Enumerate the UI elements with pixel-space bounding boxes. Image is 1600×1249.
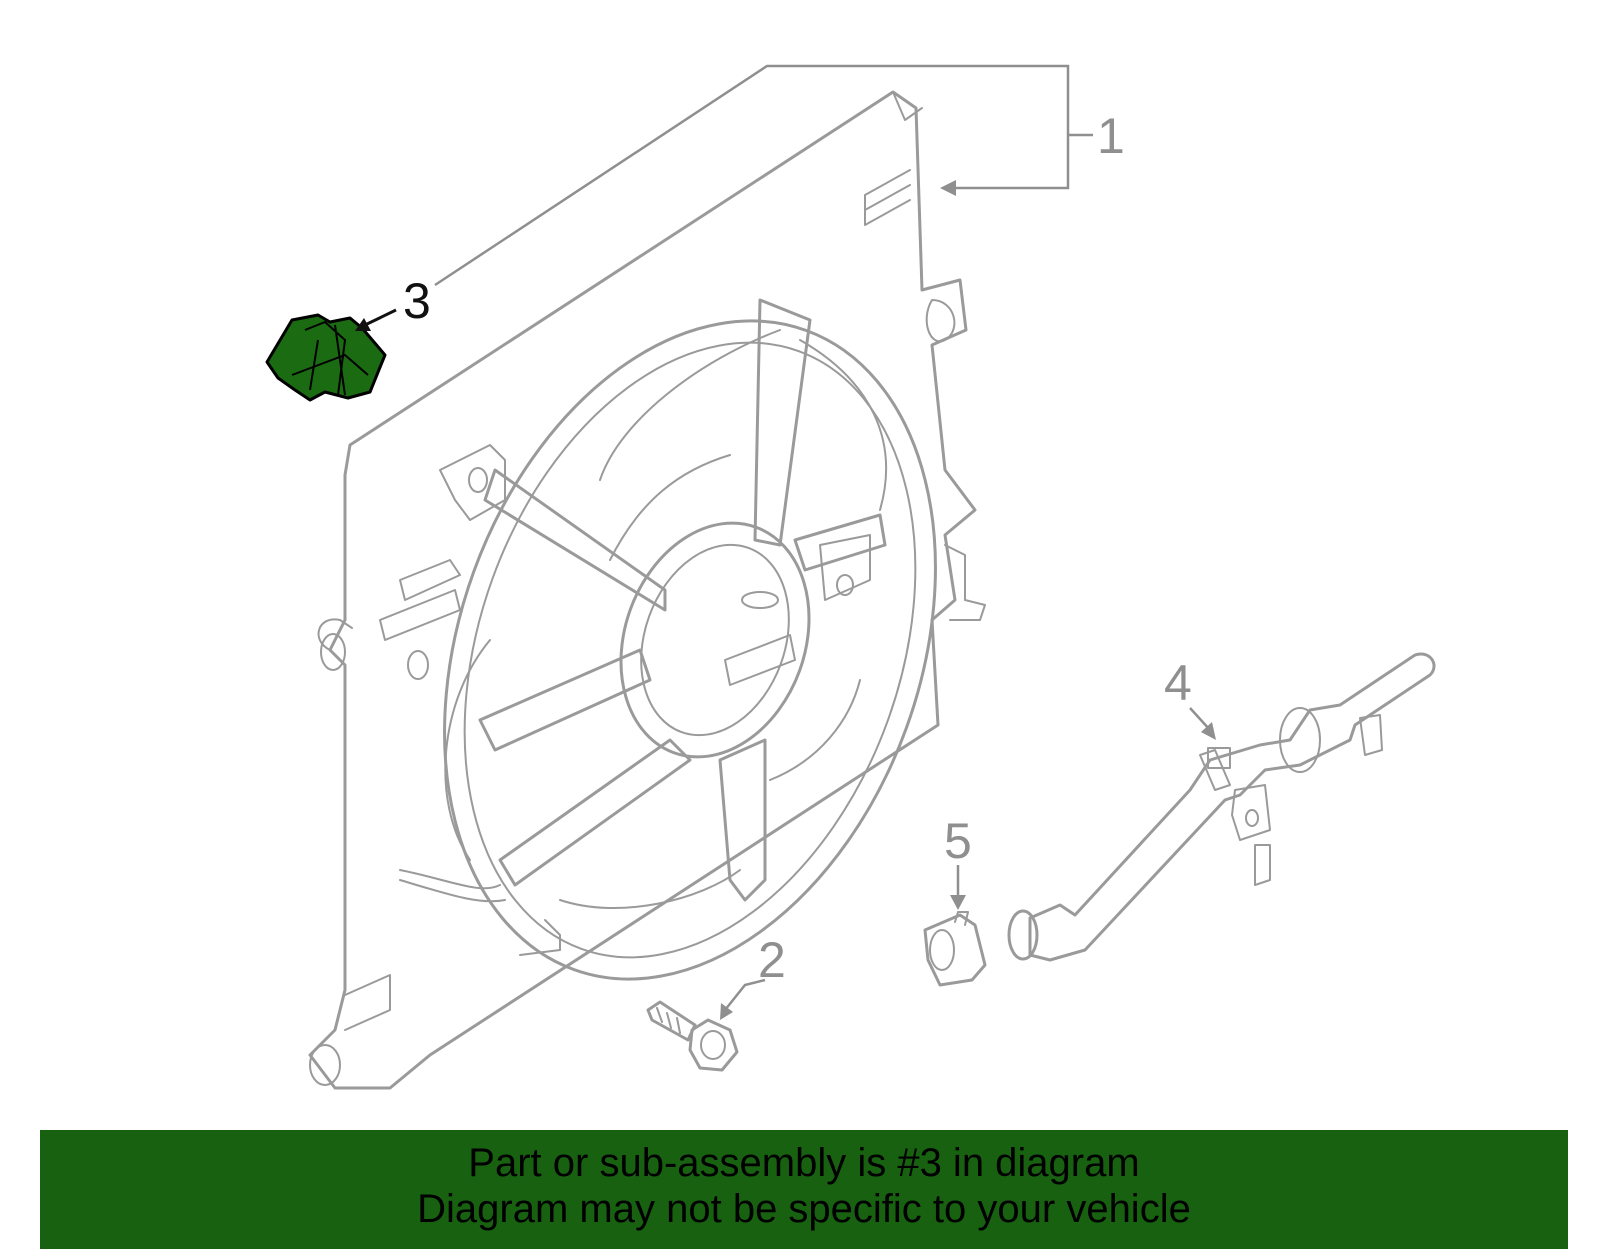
callout-2: 2 — [720, 932, 786, 1020]
callout-3: 3 — [355, 273, 431, 331]
banner-line-disclaimer: Diagram may not be specific to your vehi… — [417, 1187, 1191, 1231]
bolt-part-2[interactable] — [646, 1000, 739, 1072]
callout-5: 5 — [944, 813, 972, 910]
callout-1: 1 — [434, 64, 1125, 287]
banner-line-part-info: Part or sub-assembly is #3 in diagram — [468, 1141, 1140, 1185]
callout-4: 4 — [1164, 655, 1216, 740]
connector-part-3-highlighted[interactable] — [265, 313, 387, 402]
callout-label-5: 5 — [944, 813, 972, 869]
info-banner: Part or sub-assembly is #3 in diagram Di… — [40, 1130, 1568, 1249]
clip-part-5[interactable] — [923, 911, 987, 987]
fan-shroud-assembly[interactable] — [308, 90, 1022, 1090]
callout-label-1: 1 — [1097, 108, 1125, 164]
callout-label-3: 3 — [403, 273, 431, 329]
hose-part-4[interactable] — [1007, 652, 1436, 962]
callout-label-4: 4 — [1164, 655, 1192, 711]
callout-label-2: 2 — [758, 932, 786, 988]
parts-diagram: 1 3 2 4 — [265, 64, 1436, 1090]
